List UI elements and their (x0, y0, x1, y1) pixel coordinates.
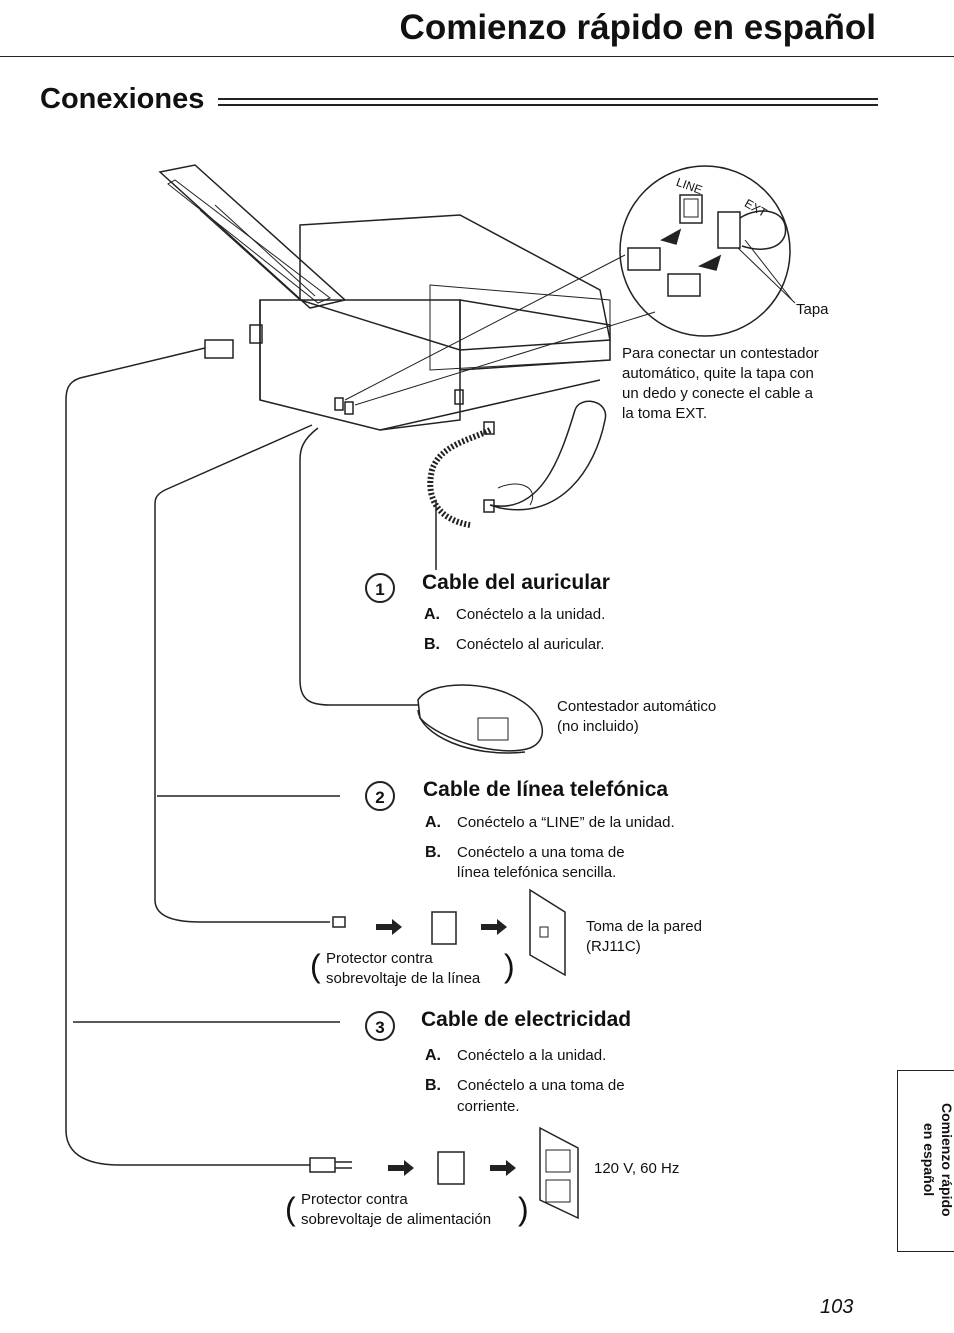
answering-machine-label: Contestador automático (no incluido) (557, 698, 717, 735)
open-paren: ( (285, 1191, 296, 1227)
close-paren: ) (504, 948, 515, 984)
item-title-handset: Cable del auricular (422, 571, 610, 594)
step-a: A.Conéctelo a “LINE” de la unidad. (425, 814, 675, 831)
power-plug-icon (204, 339, 352, 1173)
title-divider (0, 56, 954, 57)
jack-zoom-illustration (344, 165, 796, 406)
power-spec-label: 120 V, 60 Hz (594, 1160, 680, 1177)
open-paren: ( (310, 948, 321, 984)
close-paren: ) (518, 1191, 529, 1227)
phone-line-cable (154, 424, 330, 923)
step-a: A.Conéctelo a la unidad. (425, 1047, 607, 1064)
step-number-2: 2 (365, 781, 395, 811)
section-divider-double (218, 104, 878, 106)
step-number-3: 3 (365, 1011, 395, 1041)
line-surge-protector-label: Protector contra sobrevoltaje de la líne… (326, 950, 481, 987)
page-title: Comienzo rápido en español (399, 8, 876, 47)
section-title: Conexiones (40, 83, 205, 115)
step-number-1: 1 (365, 573, 395, 603)
arrow-icon (376, 919, 516, 1176)
wall-jack-label: Toma de la pared (RJ11C) (586, 918, 702, 955)
power-surge-protector-label: Protector contra sobrevoltaje de aliment… (301, 1191, 492, 1228)
section-divider (218, 98, 878, 100)
step-b-continued: corriente. (457, 1098, 520, 1115)
step-b: B.Conéctelo a una toma de (425, 844, 625, 861)
wall-jack-icon (529, 888, 566, 977)
page-number: 103 (820, 1296, 854, 1318)
step-b: B.Conéctelo a una toma de (425, 1077, 625, 1094)
item-title-power: Cable de electricidad (421, 1008, 632, 1031)
ext-note: Para conectar un contestador automático,… (622, 345, 819, 422)
side-tab (897, 1070, 954, 1252)
item-title-phone-line: Cable de línea telefónica (423, 778, 669, 801)
step-b: B.Conéctelo al auricular. (424, 636, 605, 653)
power-cable (65, 347, 310, 1166)
answering-machine-illustration (417, 684, 544, 754)
handset-illustration (427, 400, 607, 570)
handset-cable-answering (299, 427, 418, 706)
power-outlet-icon (539, 1126, 579, 1220)
line-surge-protector-icon (431, 911, 457, 945)
tapa-label: Tapa (796, 301, 829, 318)
fax-machine-illustration (158, 164, 611, 431)
step-a: A.Conéctelo a la unidad. (424, 606, 606, 623)
step-b-continued: línea telefónica sencilla. (457, 864, 617, 881)
power-surge-protector-icon (437, 1151, 465, 1185)
